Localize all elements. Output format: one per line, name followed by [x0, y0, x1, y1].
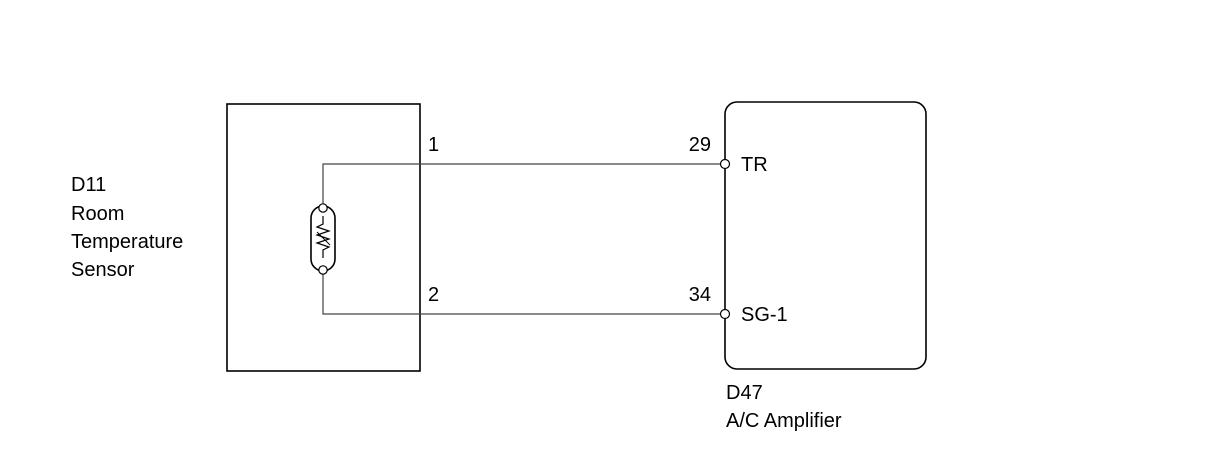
sensor-name-line-1: Room — [71, 203, 124, 225]
amplifier-code: D47 — [726, 382, 763, 404]
amplifier-pin-34: 34 — [689, 284, 711, 306]
signal-sg1: SG-1 — [741, 304, 788, 326]
amplifier-pin-29: 29 — [689, 134, 711, 156]
terminal-circle-icon — [719, 308, 731, 320]
terminal-circle-icon — [719, 158, 731, 170]
amplifier-name: A/C Amplifier — [726, 410, 842, 432]
signal-tr: TR — [741, 154, 768, 176]
thermistor-icon — [310, 203, 336, 275]
sensor-pin-2: 2 — [428, 284, 439, 306]
sensor-name-line-2: Temperature — [71, 231, 183, 253]
wire-tr — [322, 163, 721, 206]
thermistor-terminal-top — [318, 203, 328, 213]
amplifier-connector-box — [724, 101, 927, 370]
sensor-name-line-3: Sensor — [71, 259, 135, 281]
sensor-code: D11 — [71, 174, 106, 196]
wire-sg1 — [322, 271, 721, 315]
sensor-connector-box — [226, 103, 421, 372]
sensor-pin-1: 1 — [428, 134, 439, 156]
thermistor-terminal-bottom — [318, 265, 328, 275]
